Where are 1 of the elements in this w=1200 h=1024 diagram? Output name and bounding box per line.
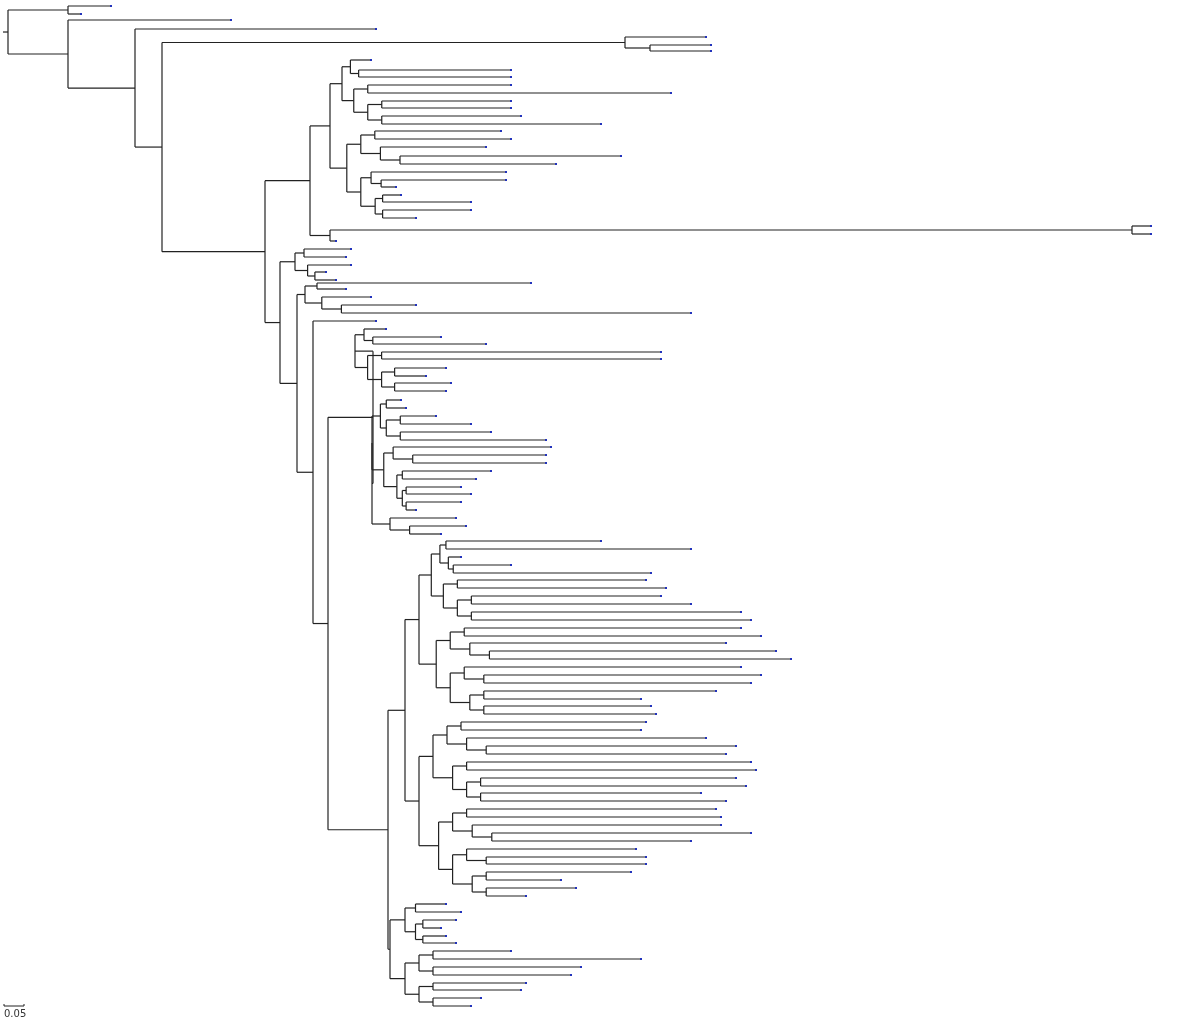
scale-bar-label: 0.05	[4, 1008, 27, 1020]
